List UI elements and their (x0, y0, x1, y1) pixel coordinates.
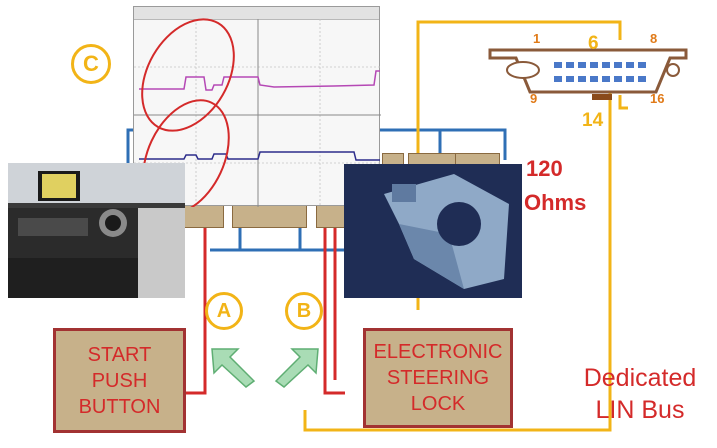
trace-channel-1 (139, 71, 380, 90)
electronic-steering-lock-label: ELECTRONIC STEERING LOCK (374, 339, 503, 417)
arrow-up-right-icon (272, 345, 322, 389)
electronic-steering-lock-box: ELECTRONIC STEERING LOCK (363, 328, 513, 428)
trace-channel-2 (139, 152, 380, 160)
badge-c-label: C (83, 51, 99, 77)
start-push-button-box: START PUSH BUTTON (53, 328, 186, 433)
pin-14-label: 14 (582, 110, 603, 132)
pin-16-label: 16 (650, 91, 664, 106)
badge-c: C (71, 44, 111, 84)
pin-9-label: 9 (530, 91, 537, 106)
steering-lock-photo (344, 164, 522, 298)
badge-b: B (285, 292, 323, 330)
resistor-value: 120 (526, 156, 563, 182)
pin-1-label: 1 (533, 31, 540, 46)
caption-line-2: LIN Bus (570, 394, 710, 426)
car-dashboard-photo (8, 163, 185, 298)
pin-6-label: 6 (588, 33, 599, 55)
badge-a-label: A (217, 300, 231, 323)
pin-8-label: 8 (650, 31, 657, 46)
caption-line-1: Dedicated (570, 362, 710, 394)
arrow-up-left-icon (208, 345, 258, 389)
start-push-button-label: START PUSH BUTTON (79, 342, 161, 420)
caption: Dedicated LIN Bus (570, 362, 710, 426)
badge-a: A (205, 292, 243, 330)
resistor-unit: Ohms (524, 190, 586, 216)
badge-b-label: B (297, 300, 311, 323)
